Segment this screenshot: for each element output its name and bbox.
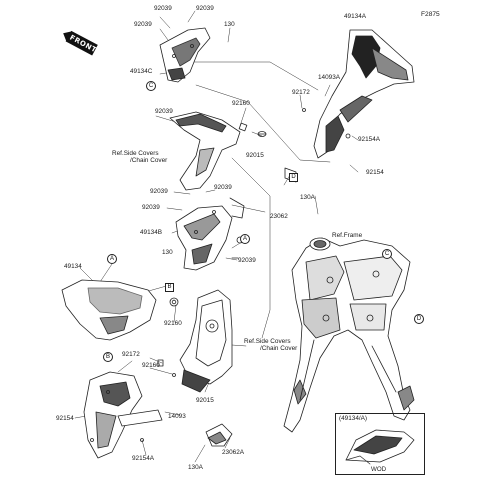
lower-inner-cover [83, 371, 163, 459]
part-label-92039: 92039 [142, 204, 160, 211]
callout-a: A [240, 234, 250, 244]
inset-panel [335, 413, 425, 475]
ref-side-covers-label: Ref.Side Covers [112, 150, 159, 157]
part-label-130A: 130A [188, 464, 203, 471]
leader-lines [74, 10, 359, 463]
part-label-92039: 92039 [150, 188, 168, 195]
main-frame [283, 237, 415, 433]
middle-bracket-cover [175, 197, 245, 271]
callout-b: B [165, 283, 174, 292]
inset-title: (49134/A) [339, 415, 368, 422]
part-label-14093A: 14093A [318, 74, 341, 81]
callout-b: B [103, 352, 113, 362]
part-label-92015: 92015 [246, 152, 264, 159]
part-label-92039: 92039 [214, 184, 232, 191]
center-bracket-assembly [157, 289, 233, 393]
part-label-92039: 92039 [196, 5, 214, 12]
inset-part-drawing [345, 429, 415, 465]
part-label-92039: 92039 [238, 257, 256, 264]
part-label-130A: 130A [300, 194, 315, 201]
part-label-92015: 92015 [196, 397, 214, 404]
part-label-92154A: 92154A [358, 136, 381, 143]
ref-frame-label: Ref.Frame [332, 232, 363, 239]
part-label-92039: 92039 [134, 21, 152, 28]
callout-c: C [146, 81, 156, 91]
lower-small-bracket [205, 423, 233, 447]
part-label-92160: 92160 [164, 320, 182, 327]
part-label-92154: 92154 [366, 169, 384, 176]
part-label-92039: 92039 [154, 5, 172, 12]
part-label-49134: 49134 [64, 263, 82, 270]
part-label-92160: 92160 [232, 100, 250, 107]
part-label-92160: 92160 [142, 362, 160, 369]
upper-right-cowl [284, 29, 415, 183]
part-label-92172: 92172 [292, 89, 310, 96]
ref-chain-cover-label: /Chain Cover [130, 157, 168, 164]
figure-code: F2875 [421, 11, 440, 18]
ref-side-covers-label: Ref.Side Covers [244, 338, 291, 345]
middle-upper-cover [169, 111, 267, 191]
left-fairing-panel [61, 279, 179, 341]
part-label-130: 130 [224, 21, 235, 28]
part-label-92154: 92154 [56, 415, 74, 422]
callout-c: C [382, 249, 392, 259]
part-label-14093: 14093 [168, 413, 186, 420]
part-label-23062: 23062 [270, 213, 288, 220]
part-label-130: 130 [162, 249, 173, 256]
upper-inner-cover [159, 27, 211, 83]
part-label-49134C: 49134C [130, 68, 153, 75]
part-label-23062A: 23062A [222, 449, 245, 456]
callout-a: A [107, 254, 117, 264]
part-label-49134A: 49134A [344, 13, 367, 20]
part-label-49134B: 49134B [140, 229, 163, 236]
part-label-92172: 92172 [122, 351, 140, 358]
callout-d: D [414, 314, 424, 324]
part-label-92039: 92039 [155, 108, 173, 115]
inset-caption: WOD [371, 466, 387, 473]
part-label-92154A: 92154A [132, 455, 155, 462]
callout-d: D [289, 173, 298, 182]
ref-chain-cover-label: /Chain Cover [260, 345, 298, 352]
